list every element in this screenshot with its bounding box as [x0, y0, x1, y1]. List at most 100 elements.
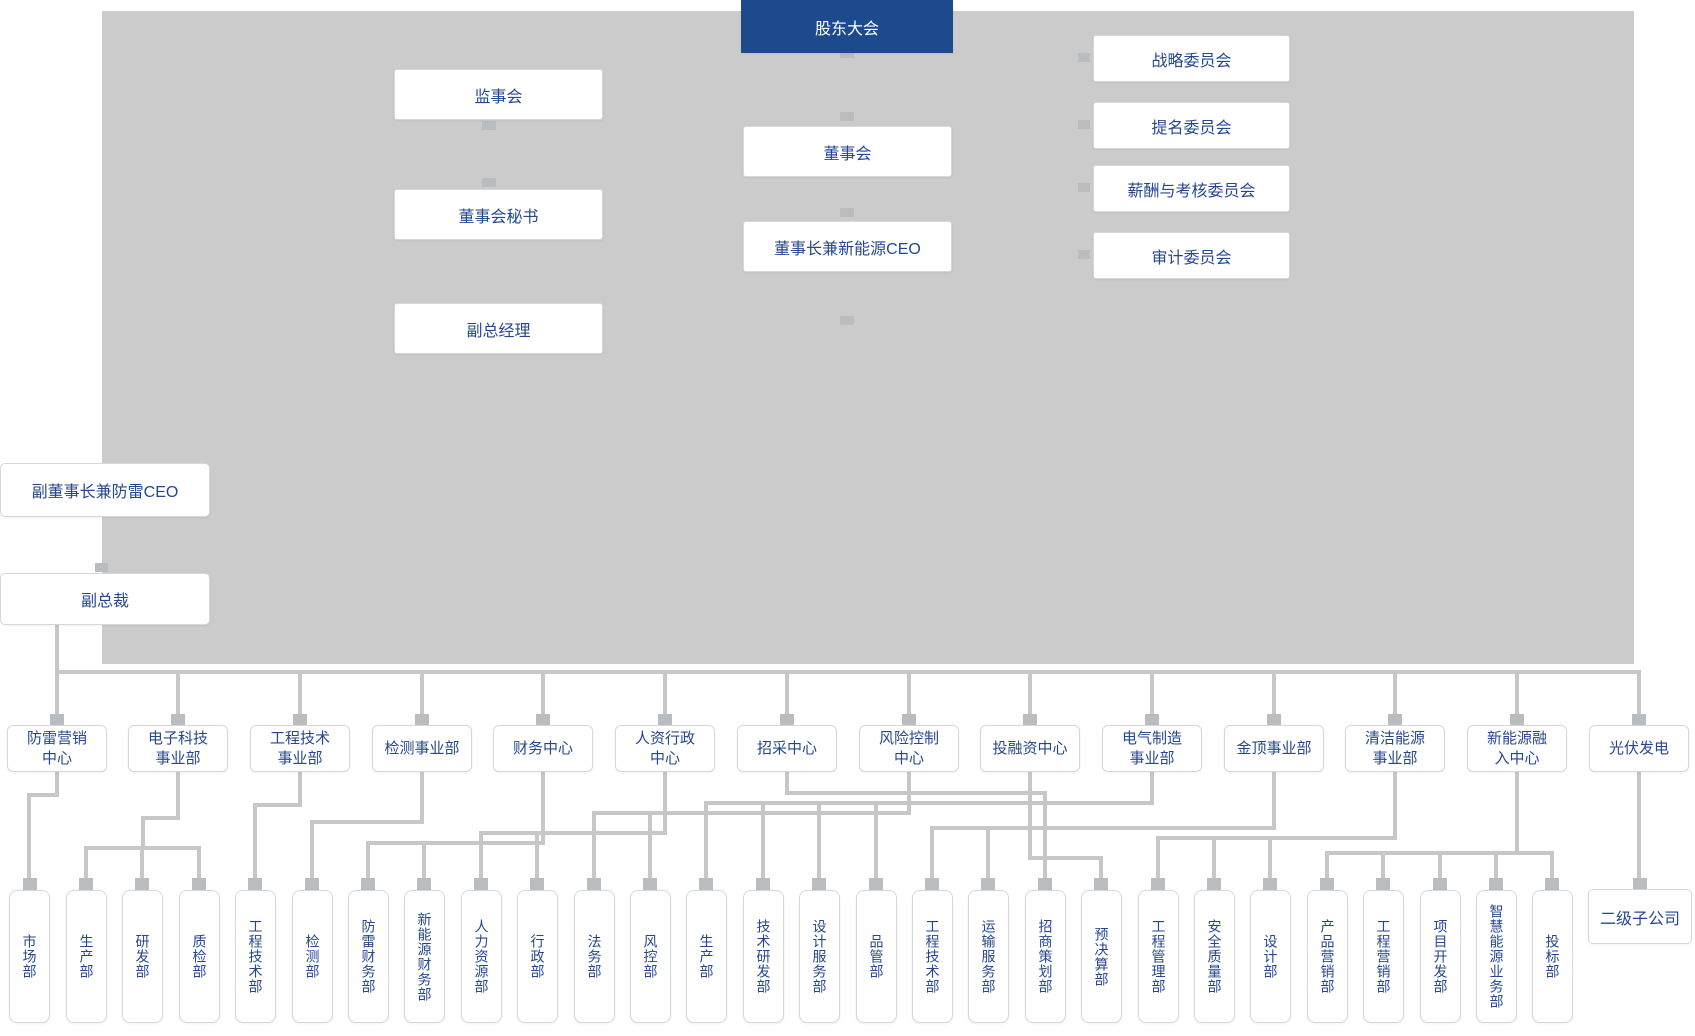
node-label: 防雷财务部: [360, 919, 377, 994]
node-secondary-subsidiary: 二级子公司: [1588, 889, 1692, 944]
node-label: 设计服务部: [811, 919, 828, 994]
node-label: 工程营销部: [1375, 919, 1392, 994]
node-label: 人资行政 中心: [634, 730, 695, 767]
node-sub-dept: 工程管理部: [1138, 890, 1179, 1023]
node-dept: 防雷营销 中心: [7, 725, 107, 772]
node-label: 电气制造 事业部: [1121, 730, 1182, 767]
node-label: 电子科技 事业部: [147, 730, 208, 767]
node-sub-dept: 人力资源部: [461, 890, 502, 1023]
node-sub-dept: 生产部: [686, 890, 727, 1023]
node-sub-dept: 智慧能源业务部: [1476, 890, 1517, 1023]
node-nomination-committee: 提名委员会: [1093, 102, 1290, 149]
node-label: 研发部: [134, 934, 151, 979]
node-label: 人力资源部: [473, 919, 490, 994]
node-sub-dept: 检测部: [292, 890, 333, 1023]
node-sub-dept: 技术研发部: [743, 890, 784, 1023]
node-sub-dept: 新能源财务部: [404, 890, 445, 1023]
node-label: 设计部: [1262, 934, 1279, 979]
node-sub-dept: 风控部: [630, 890, 671, 1023]
node-label: 工程技术部: [247, 919, 264, 994]
node-dept: 检测事业部: [372, 725, 472, 772]
node-label: 投融资中心: [992, 739, 1068, 757]
node-supervisory-board: 监事会: [394, 69, 603, 120]
node-sub-dept: 法务部: [574, 890, 615, 1023]
node-label: 提名委员会: [1151, 119, 1232, 137]
node-sub-dept: 工程技术部: [235, 890, 276, 1023]
node-vice-chairman-lightning-ceo: 副董事长兼防雷CEO: [0, 463, 210, 517]
node-shareholders-meeting: 股东大会: [741, 0, 953, 53]
node-label: 工程技术部: [924, 919, 941, 994]
node-strategy-committee: 战略委员会: [1093, 35, 1290, 82]
node-label: 生产部: [78, 934, 95, 979]
node-sub-dept: 工程技术部: [912, 890, 953, 1023]
node-chairman-new-energy-ceo: 董事长兼新能源CEO: [743, 221, 952, 272]
node-sub-dept: 行政部: [517, 890, 558, 1023]
node-sub-dept: 品管部: [856, 890, 897, 1023]
org-panel-background: [102, 11, 1634, 664]
node-label: 新能源融 入中心: [1486, 730, 1547, 767]
node-label: 运输服务部: [980, 919, 997, 994]
node-sub-dept: 产品营销部: [1307, 890, 1348, 1023]
node-label: 品管部: [868, 934, 885, 979]
node-sub-dept: 运输服务部: [968, 890, 1009, 1023]
node-label: 董事会秘书: [458, 208, 539, 226]
node-sub-dept: 工程营销部: [1363, 890, 1404, 1023]
node-label: 生产部: [698, 934, 715, 979]
node-label: 招商策划部: [1037, 919, 1054, 994]
node-sub-dept: 安全质量部: [1194, 890, 1235, 1023]
node-label: 风险控制 中心: [878, 730, 939, 767]
node-label: 招采中心: [756, 739, 817, 757]
node-label: 检测事业部: [384, 739, 460, 757]
node-dept: 人资行政 中心: [615, 725, 715, 772]
node-label: 董事会: [823, 145, 872, 163]
node-sub-dept: 投标部: [1532, 890, 1573, 1023]
node-sub-dept: 项目开发部: [1420, 890, 1461, 1023]
node-label: 工程技术 事业部: [269, 730, 330, 767]
node-deputy-general-manager: 副总经理: [394, 303, 603, 354]
node-label: 二级子公司: [1599, 910, 1680, 928]
node-label: 审计委员会: [1151, 249, 1232, 267]
node-sub-dept: 设计服务部: [799, 890, 840, 1023]
node-label: 监事会: [474, 88, 523, 106]
node-label: 清洁能源 事业部: [1364, 730, 1425, 767]
node-dept: 财务中心: [493, 725, 593, 772]
node-vice-president: 副总裁: [0, 573, 210, 625]
node-dept: 电气制造 事业部: [1102, 725, 1202, 772]
node-sub-dept: 质检部: [179, 890, 220, 1023]
node-label: 光伏发电: [1608, 739, 1669, 757]
node-remuneration-committee: 薪酬与考核委员会: [1093, 165, 1290, 212]
node-label: 副总经理: [466, 322, 531, 340]
node-label: 新能源财务部: [416, 911, 433, 1002]
node-label: 检测部: [304, 934, 321, 979]
node-label: 战略委员会: [1151, 52, 1232, 70]
node-sub-dept: 设计部: [1250, 890, 1291, 1023]
node-label: 防雷营销 中心: [26, 730, 87, 767]
node-label: 质检部: [191, 934, 208, 979]
node-sub-dept: 预决算部: [1081, 890, 1122, 1023]
node-dept: 风险控制 中心: [859, 725, 959, 772]
node-sub-dept: 研发部: [122, 890, 163, 1023]
node-label: 财务中心: [512, 739, 573, 757]
node-sub-dept: 招商策划部: [1025, 890, 1066, 1023]
node-dept: 电子科技 事业部: [128, 725, 228, 772]
node-label: 董事长兼新能源CEO: [774, 240, 921, 258]
node-dept: 招采中心: [737, 725, 837, 772]
node-board-secretary: 董事会秘书: [394, 189, 603, 240]
node-label: 项目开发部: [1432, 919, 1449, 994]
node-label: 法务部: [586, 934, 603, 979]
node-label: 市场部: [21, 934, 38, 979]
node-sub-dept: 市场部: [9, 890, 50, 1023]
node-sub-dept: 生产部: [66, 890, 107, 1023]
node-dept: 清洁能源 事业部: [1345, 725, 1445, 772]
node-label: 工程管理部: [1150, 919, 1167, 994]
node-audit-committee: 审计委员会: [1093, 232, 1290, 279]
node-label: 风控部: [642, 934, 659, 979]
node-label: 安全质量部: [1206, 919, 1223, 994]
node-label: 智慧能源业务部: [1488, 904, 1505, 1009]
node-board-of-directors: 董事会: [743, 126, 952, 177]
node-label: 投标部: [1544, 934, 1561, 979]
node-label: 预决算部: [1093, 926, 1110, 987]
node-label: 产品营销部: [1319, 919, 1336, 994]
node-dept: 投融资中心: [980, 725, 1080, 772]
